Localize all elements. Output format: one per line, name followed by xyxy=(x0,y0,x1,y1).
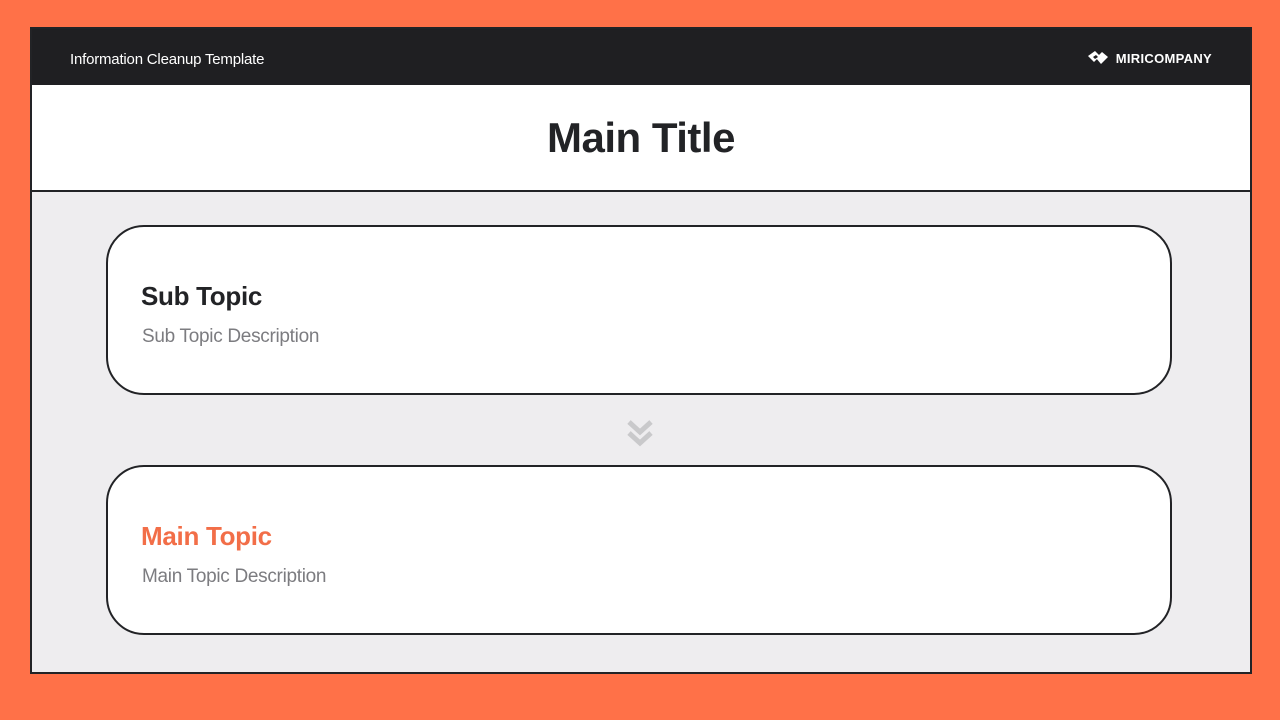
slide-frame: Information Cleanup Template MIRICOMPANY… xyxy=(30,27,1252,674)
brand: MIRICOMPANY xyxy=(1086,48,1212,68)
main-title: Main Title xyxy=(547,113,735,161)
sub-topic-heading: Sub Topic xyxy=(141,281,263,311)
sub-topic-card: Sub Topic Sub Topic Description xyxy=(106,225,1172,395)
main-topic-card: Main Topic Main Topic Description xyxy=(106,465,1172,635)
template-name: Information Cleanup Template xyxy=(70,51,265,68)
main-topic-heading: Main Topic xyxy=(141,521,272,551)
double-chevron-down-icon xyxy=(627,420,653,447)
header-bar: Information Cleanup Template MIRICOMPANY xyxy=(32,29,1250,85)
brand-name: MIRICOMPANY xyxy=(1115,50,1212,66)
title-band: Main Title xyxy=(32,85,1250,192)
brand-logo-icon xyxy=(1087,51,1108,64)
sub-topic-description: Sub Topic Description xyxy=(142,326,320,347)
main-topic-description: Main Topic Description xyxy=(142,566,327,587)
